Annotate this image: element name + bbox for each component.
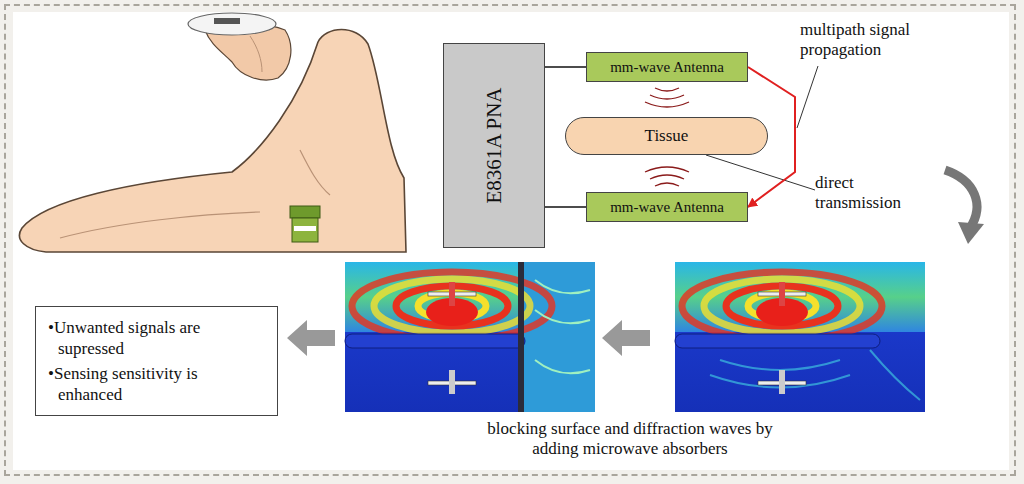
simulation-image [345,262,595,412]
annotation-label: direct transmission [815,173,925,213]
node-text: E8361A PNA [482,87,507,203]
caption-label: blocking surface and diffraction waves b… [470,419,790,459]
wave-arcs [645,88,689,186]
flow-arrow-head [958,222,984,244]
leader-line [797,66,818,128]
antenna-box: mm-wave Antenna [586,52,748,82]
flow-arrow [945,170,977,228]
flow-arrow [287,320,335,356]
antenna-box: mm-wave Antenna [586,192,748,222]
hand-illustration [19,13,406,252]
bullet-text: •Unwanted signals are supressed [48,317,265,359]
instrument-box: E8361A PNA [443,43,545,248]
annotation-label: multipath signal propagation [800,20,940,60]
result-box: •Unwanted signals are supressed•Sensing … [35,306,278,416]
leader-line [706,155,815,190]
node-text: mm-wave Antenna [610,59,724,76]
node-text: mm-wave Antenna [610,199,724,216]
tissue-band: Tissue [565,117,768,155]
bullet-text: •Sensing sensitivity is enhanced [48,363,265,405]
cable-line [545,206,586,208]
node-text: Tissue [645,126,689,146]
flow-arrow [602,320,650,356]
simulation-image [675,262,925,412]
cable-line [545,66,586,68]
